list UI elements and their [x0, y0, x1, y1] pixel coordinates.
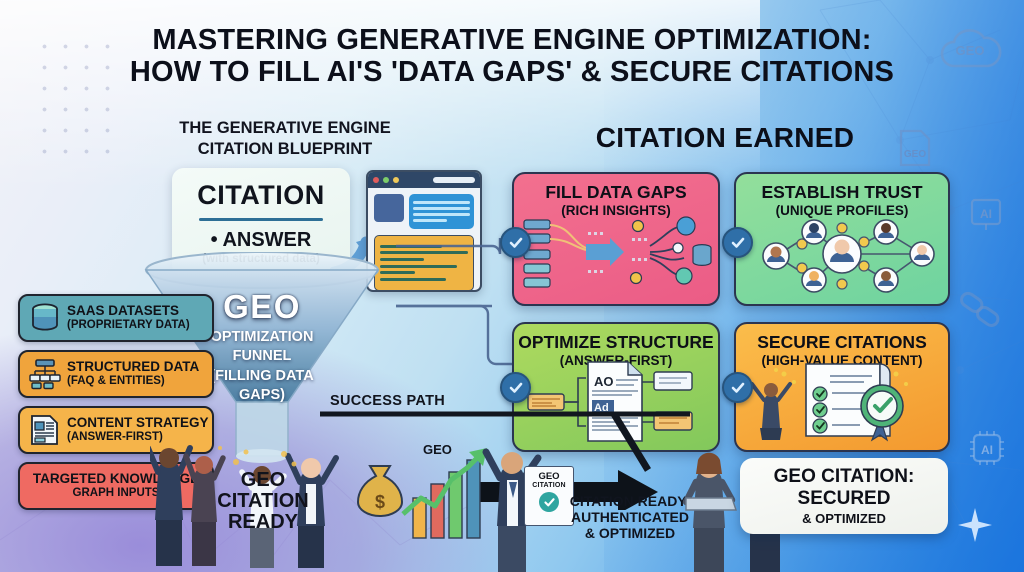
success-path-label: SUCCESS PATH	[330, 393, 446, 409]
ai-answer-window-illustration	[366, 170, 482, 292]
sitemap-icon	[29, 359, 61, 390]
people-network-art	[762, 219, 935, 293]
input-subtitle: (ANSWER-FIRST)	[67, 431, 163, 444]
chat-bubble	[409, 194, 474, 229]
citation-ready-caption: CITATION READY: AUTHENTICATED & OPTIMIZE…	[540, 493, 720, 542]
blueprint-section-title: THE GENERATIVE ENGINE CITATION BLUEPRINT	[179, 119, 391, 158]
final-line-3: & OPTIMIZED	[802, 510, 886, 526]
citation-ready-line-3: & OPTIMIZED	[584, 524, 676, 541]
browser-titlebar	[368, 172, 480, 188]
citation-card-divider	[199, 217, 323, 221]
avatar	[374, 194, 404, 222]
ai-chip-icon-bottom: AI	[968, 430, 1006, 466]
white-top-wash	[0, 0, 760, 190]
celebrating-person-center	[482, 448, 542, 572]
input-subtitle: (FAQ & ENTITIES)	[67, 375, 165, 388]
outcome-title: OPTIMIZE STRUCTURE	[518, 332, 714, 352]
input-title: CONTENT STRATEGY	[67, 415, 209, 431]
badge-line-1: GEO	[538, 471, 560, 482]
input-sources-list: SAAS DATASETS (PROPRIETARY DATA) STRUCTU…	[18, 294, 214, 518]
ai-chip-icon-top: AI	[967, 196, 1005, 232]
outcome-card-fill-data-gaps[interactable]: FILL DATA GAPS (RICH INSIGHTS)	[512, 172, 720, 306]
input-card-structured-data[interactable]: STRUCTURED DATA (FAQ & ENTITIES)	[18, 350, 214, 398]
input-title: SAAS DATASETS	[67, 303, 180, 319]
input-title: STRUCTURED DATA	[67, 359, 200, 375]
svg-text:$: $	[375, 492, 385, 512]
geo-ready-line-1: GEO	[240, 469, 286, 491]
flow-connectors	[396, 238, 512, 366]
outcome-subtitle: (UNIQUE PROFILES)	[775, 202, 909, 218]
svg-text:Ad: Ad	[594, 402, 609, 414]
data-pipeline-art	[523, 216, 712, 288]
headline-line-1: MASTERING GENERATIVE ENGINE OPTIMIZATION…	[152, 24, 872, 56]
check-badge-establish-trust	[722, 227, 753, 258]
document-geo-label: GEO	[904, 149, 926, 160]
chart-geo-label: GEO	[423, 442, 452, 457]
input-subtitle: GRAPH INPUTS	[72, 487, 160, 500]
database-icon	[32, 303, 58, 331]
outcome-title: ESTABLISH TRUST	[761, 182, 923, 202]
input-subtitle: (PROPRIETARY DATA)	[67, 319, 190, 332]
window-max-dot	[393, 177, 399, 183]
final-line-2: SECURED	[797, 487, 891, 509]
page-title: MASTERING GENERATIVE ENGINE OPTIMIZATION…	[0, 24, 1024, 89]
badge-line-2: CITATION	[532, 482, 566, 489]
outcome-title: FILL DATA GAPS	[545, 182, 687, 202]
final-result-card[interactable]: GEO CITATION: SECURED & OPTIMIZED	[740, 458, 948, 534]
outcome-subtitle: (RICH INSIGHTS)	[561, 202, 671, 218]
input-card-saas-datasets[interactable]: SAAS DATASETS (PROPRIETARY DATA)	[18, 294, 214, 342]
browser-url-bar	[433, 177, 475, 183]
check-badge-secure-citations	[722, 372, 753, 403]
link-chain-icon	[957, 290, 1007, 334]
seal-check-icon	[539, 492, 559, 512]
growth-chart-illustration: GEO	[401, 442, 487, 539]
outcome-card-establish-trust[interactable]: ESTABLISH TRUST (UNIQUE PROFILES)	[734, 172, 950, 306]
final-line-1: GEO CITATION:	[773, 466, 915, 488]
citation-card-bullet: • ANSWER	[210, 228, 312, 251]
document-icon	[31, 415, 58, 445]
geo-citation-badge: GEO CITATION	[524, 466, 574, 526]
document-geo-icon: GEO	[898, 128, 932, 168]
ai-chip-label-bottom: AI	[981, 443, 993, 457]
svg-text:AO: AO	[594, 374, 614, 389]
geo-ready-line-2: CITATION	[217, 490, 309, 512]
browser-content	[368, 188, 480, 290]
check-badge-fill-data-gaps	[500, 227, 531, 258]
geo-ready-line-3: READY	[227, 511, 298, 533]
dot-grid-decoration	[34, 36, 120, 164]
citation-ready-line-1: CITATION READY:	[569, 493, 691, 509]
check-badge-optimize-structure	[500, 372, 531, 403]
outcome-title: SECURE CITATIONS	[757, 332, 927, 352]
certificate-art	[750, 363, 908, 442]
outcome-card-secure-citations[interactable]: SECURE CITATIONS (HIGH-VALUE CONTENT)	[734, 322, 950, 452]
citation-card-title: CITATION	[197, 179, 325, 210]
professional-woman-illustration	[682, 452, 737, 572]
citation-ready-line-2: AUTHENTICATED	[571, 508, 689, 525]
money-bag-icon: $	[356, 465, 404, 517]
cloud-geo-icon: GEO	[934, 26, 1006, 70]
headline-line-2: HOW TO FILL AI'S 'DATA GAPS' & SECURE CI…	[129, 56, 895, 89]
window-close-dot	[373, 177, 379, 183]
answer-panel	[374, 235, 474, 290]
window-min-dot	[383, 177, 389, 183]
ai-chip-label-top: AI	[980, 207, 992, 221]
celebrating-team-illustration-left	[150, 445, 339, 568]
citation-earned-title: CITATION EARNED	[595, 122, 855, 153]
input-card-content-strategy[interactable]: CONTENT STRATEGY (ANSWER-FIRST)	[18, 406, 214, 454]
geo-citation-ready-label: GEO CITATION READY	[200, 470, 326, 533]
cloud-geo-label: GEO	[956, 43, 985, 58]
